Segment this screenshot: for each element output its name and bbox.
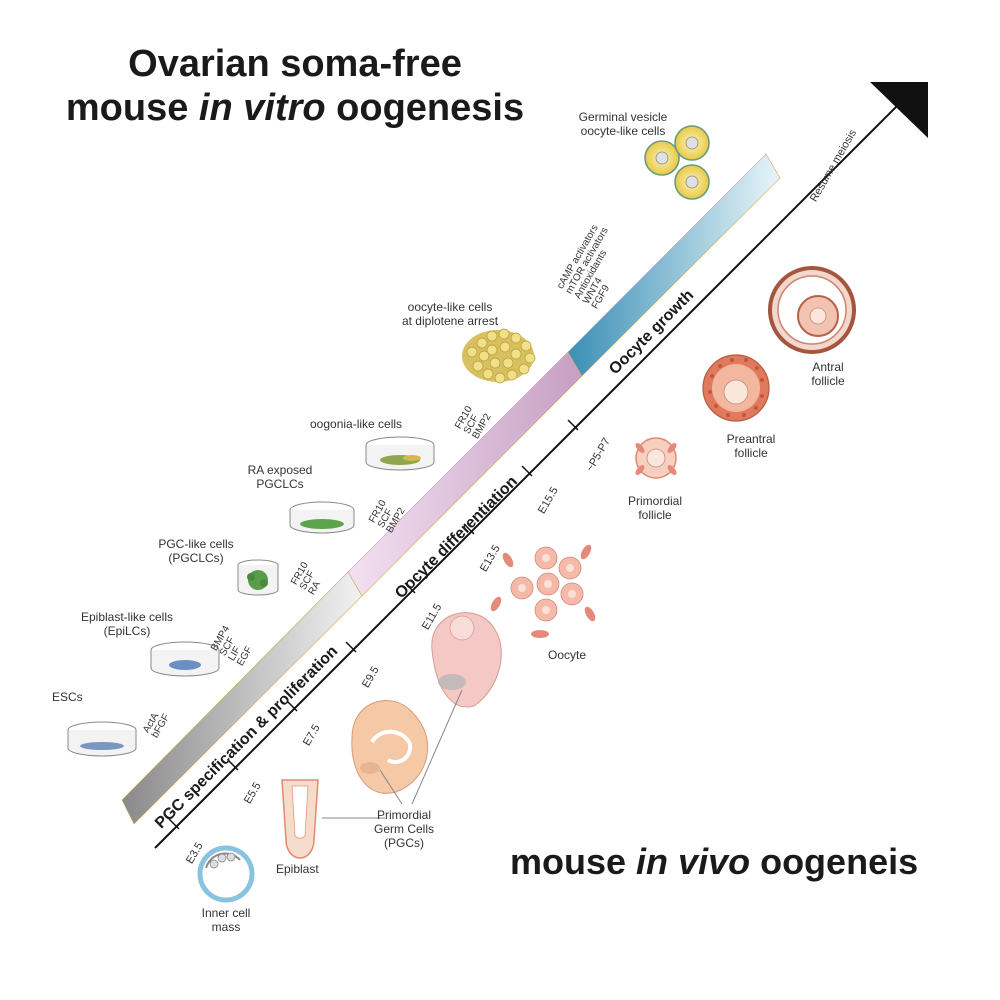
oocyte-cluster	[490, 544, 596, 638]
label-primordial-follicle: Primordial follicle	[627, 494, 682, 522]
epilc-dish	[150, 641, 220, 677]
preantral-follicle	[702, 354, 770, 422]
tick-mark	[567, 419, 579, 431]
label-epiblast: Epiblast	[276, 862, 319, 876]
pgclc-dish	[237, 559, 279, 596]
timeline-ticks	[168, 419, 579, 830]
tick-mark	[286, 700, 298, 712]
oogonia-dish	[365, 436, 435, 471]
antral-follicle	[768, 266, 856, 354]
label-preantral-follicle: Preantral follicle	[726, 432, 776, 460]
label-pgcs: Primordial Germ Cells (PGCs)	[373, 808, 434, 850]
tick-mark	[345, 641, 357, 653]
stage-segment-growth	[567, 153, 781, 377]
label-pgclcs: PGC-like cells (PGCLCs)	[158, 537, 234, 565]
embryo-e9	[351, 700, 429, 794]
tick-mark	[521, 465, 533, 477]
label-inner-cell-mass: Inner cell mass	[201, 906, 251, 934]
tick-mark	[463, 523, 475, 535]
esc-dish	[67, 721, 137, 757]
pgc-connectors	[322, 689, 463, 819]
tick-mark	[227, 759, 239, 771]
label-epilcs: Epiblast-like cells (EpiLCs)	[80, 610, 174, 638]
label-oocyte: Oocyte	[548, 648, 587, 662]
timeline-axis	[154, 96, 907, 849]
gv-oocytes	[644, 125, 710, 200]
tick-mark	[404, 582, 416, 594]
label-antral-follicle: Antral follicle	[811, 360, 845, 388]
title-in-vitro-line2: mouse in vitro oogenesis	[65, 87, 525, 129]
label-diplotene: oocyte-like cells at diplotene arrest	[401, 300, 499, 328]
diplotene-cluster	[462, 328, 536, 384]
label-oogonia: oogonia-like cells	[310, 417, 403, 431]
tick-mark	[168, 818, 180, 830]
epiblast	[281, 779, 319, 859]
label-ra-pgclcs: RA exposed PGCLCs	[247, 463, 313, 491]
ra-pgclc-dish	[289, 501, 355, 534]
title-in-vitro-line1: Ovarian soma-free	[128, 43, 462, 85]
primordial-follicle	[635, 437, 677, 479]
stage-bar	[121, 153, 781, 825]
label-gv: Germinal vesicle oocyte-like cells	[578, 110, 668, 138]
inner-cell-mass	[197, 845, 255, 903]
timeline-arrowhead	[870, 82, 928, 138]
embryo-e11	[431, 612, 502, 708]
title-in-vivo: mouse in vivo oogeneis	[510, 841, 919, 882]
title-in-vitro: Ovarian soma-free mouse in vitro oogenes…	[30, 42, 560, 130]
label-escs: ESCs	[52, 690, 83, 704]
